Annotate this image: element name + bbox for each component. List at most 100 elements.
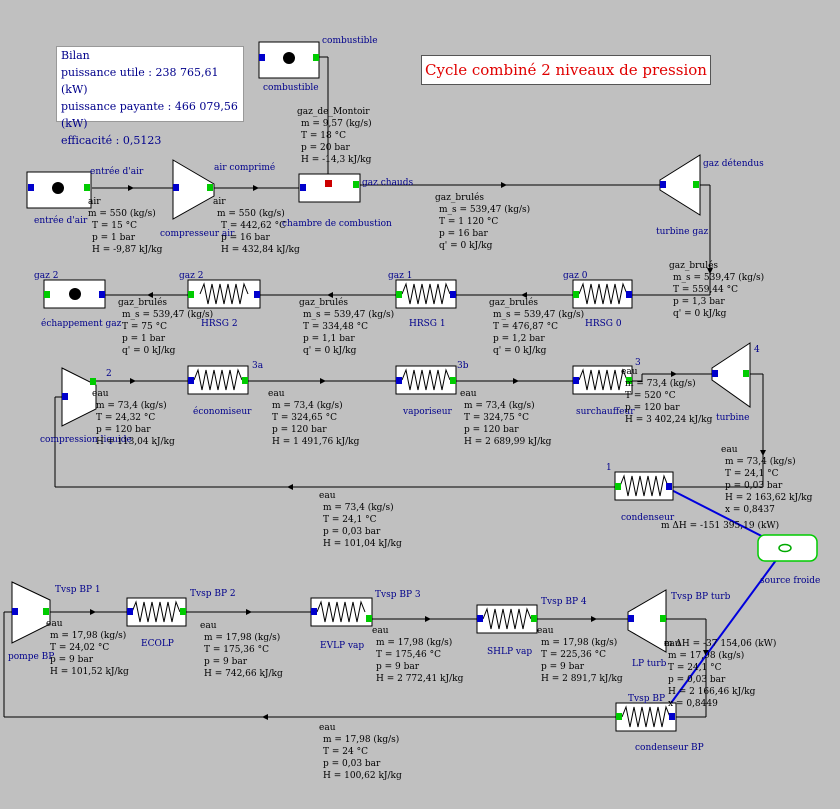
state-bp3-line: m = 17,98 (kg/s) [376,637,452,648]
air-compressor[interactable] [172,159,215,220]
hrsg-2-exchanger[interactable] [187,279,261,309]
state-s3-line: p = 120 bar [625,403,680,413]
label-air-2: air [213,197,226,207]
state-s4-line: H = 2 163,62 kJ/kg [725,493,813,503]
state-bpturb-line: T = 24,1 °C [668,663,722,673]
state-gaz2-line: m_s = 539,47 (kg/s) [122,309,213,320]
state-bp4-line: T = 225,36 °C [541,650,606,660]
liquid-pump[interactable] [61,367,97,427]
state-air1-line: p = 1 bar [92,233,136,243]
state-gaz1-line: gaz_brulés [299,297,348,308]
condenser-exchanger[interactable] [614,471,674,501]
bilan-efficiency: efficacité : 0,5123 [61,134,162,147]
bilan-panel: Bilan puissance utile : 238 765,61 (kW) … [56,46,244,147]
state-s1-line: eau [319,491,336,501]
label-combustible-bottom: combustible [263,83,319,93]
state-bp1-line: H = 101,52 kJ/kg [50,667,129,677]
state-s3-line: T = 520 °C [625,391,676,401]
lp-condenser-exchanger[interactable] [615,702,677,732]
state-s4-line: p = 0,03 bar [725,481,783,491]
label-gaz-0: gaz 0 [563,271,588,281]
state-gaz_detendus-line: gaz_brulés [669,260,718,271]
state-bp4-line: p = 9 bar [541,662,585,672]
hrsg-0-exchanger[interactable] [572,279,633,309]
label-entree-air-bottom: entrée d'air [34,215,88,226]
label-gaz-2b: gaz 2 [179,271,203,281]
label-economiseur: économiseur [193,406,252,417]
lp-turbine[interactable] [627,589,667,653]
state-gaz1-line: q' = 0 kJ/kg [303,346,357,356]
component-labels: combustible combustible entrée d'air ent… [8,36,820,753]
economizer-exchanger[interactable] [187,365,249,395]
state-bp2-line: eau [200,621,217,631]
state-gaz0-line: p = 1,2 bar [493,334,545,344]
superheater-exchanger[interactable] [572,365,633,395]
state-bp-line: m = 17,98 (kg/s) [323,734,399,745]
gas-exhaust-sink[interactable] [43,279,106,309]
state-bpturb-line: m = 17,98 (kg/s) [668,650,744,661]
evaporator-exchanger[interactable] [395,365,457,395]
steam-turbine[interactable] [711,342,751,408]
label-tvsp-bp-4: Tvsp BP 4 [541,597,587,607]
label-gaz-1: gaz 1 [388,271,412,281]
state-gaz_chauds-line: T = 1 120 °C [439,217,498,227]
state-bpturb-line: H = 2 166,46 kJ/kg [668,687,756,697]
label-chambre: chambre de combustion [282,219,392,229]
state-bp-line: p = 0,03 bar [323,759,381,769]
state-air2-line: m = 550 (kg/s) [217,208,285,219]
combustible-source[interactable] [258,41,320,79]
label-echappement: échappement gaz [41,318,122,329]
state-s4-line: eau [721,445,738,455]
state-gaz1-line: p = 1,1 bar [303,334,355,344]
state-s2-line: p = 120 bar [96,425,151,435]
lp-pump[interactable] [11,581,51,644]
label-shlp: SHLP vap [487,647,532,657]
label-air-1: air [88,197,101,207]
cold-source[interactable] [757,534,818,562]
combustion-chamber[interactable] [298,173,361,203]
heat-cond_heat: m ΔH = -151 395,19 (kW) [661,520,779,531]
label-tvsp-bp-turb: Tvsp BP turb [671,592,731,602]
state-gaz1-line: T = 334,48 °C [303,322,368,332]
label-gaz-chauds: gaz chauds [362,178,413,188]
state-bp4-line: m = 17,98 (kg/s) [541,637,617,648]
state-bp1-line: p = 9 bar [50,655,94,665]
bilan-title: Bilan [61,49,90,62]
state-s3b-line: p = 120 bar [464,425,519,435]
bilan-useful-power: puissance utile : 238 765,61 (kW) [61,66,219,96]
label-condenseur: condenseur [621,513,675,523]
evlp-exchanger[interactable] [310,597,373,627]
label-turbine-gaz: turbine gaz [656,227,708,237]
state-fuel-line: T = 18 °C [301,131,346,141]
state-gaz0-line: q' = 0 kJ/kg [493,346,547,356]
ecolp-exchanger[interactable] [126,597,187,627]
state-bp-line: T = 24 °C [323,747,368,757]
state-s3b-line: T = 324,75 °C [464,413,529,423]
shlp-exchanger[interactable] [476,604,538,634]
label-compresseur-air: compresseur air [160,229,235,239]
air-inlet-source[interactable] [26,171,92,209]
label-node-3a: 3a [252,361,264,371]
label-evlp: EVLP vap [320,641,364,651]
state-s1-line: p = 0,03 bar [323,527,381,537]
state-bp3-line: eau [372,626,389,636]
state-s3-line: m = 73,4 (kg/s) [625,378,696,389]
gas-turbine[interactable] [659,154,701,216]
state-gaz_chauds-line: m_s = 539,47 (kg/s) [439,204,530,215]
state-gaz_chauds-line: q' = 0 kJ/kg [439,241,493,251]
state-s3b-line: m = 73,4 (kg/s) [464,400,535,411]
label-vaporiseur: vaporiseur [402,407,453,417]
state-gaz_detendus-line: T = 559,44 °C [673,285,738,295]
label-ecolp: ECOLP [141,639,174,649]
state-gaz2-line: T = 75 °C [122,322,167,332]
label-node-2: 2 [106,369,112,379]
diagram-title: Cycle combiné 2 niveaux de pression [421,55,711,85]
bilan-paid-power: puissance payante : 466 079,56 (kW) [61,100,238,130]
state-bp2-line: p = 9 bar [204,657,248,667]
state-s1-line: T = 24,1 °C [323,515,377,525]
hrsg-1-exchanger[interactable] [395,279,457,309]
state-air2-line: p = 16 bar [221,233,270,243]
state-bp2-line: m = 17,98 (kg/s) [204,632,280,643]
state-gaz2-line: gaz_brulés [118,297,167,308]
